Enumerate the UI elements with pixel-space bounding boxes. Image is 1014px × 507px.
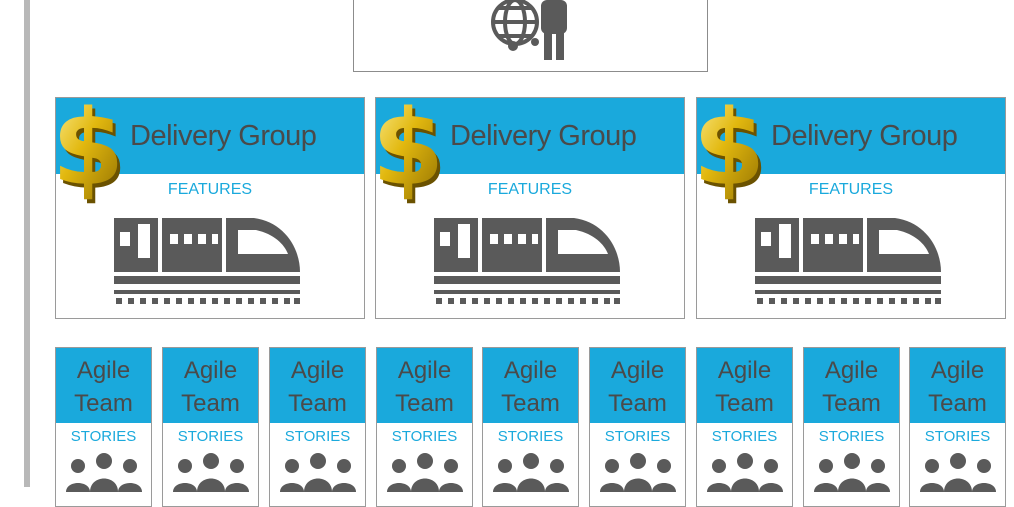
delivery-group-card: $ $ Delivery Group FEATURES [696, 96, 1006, 319]
features-label: FEATURES [167, 181, 253, 198]
agile-team-header: Agile Team [483, 348, 578, 423]
train-icon [114, 218, 300, 304]
features-label: FEATURES [487, 181, 573, 198]
agile-team-header: Agile Team [56, 348, 151, 423]
agile-team-header: Agile Team [377, 348, 472, 423]
people-group-icon [707, 453, 783, 492]
agile-team-line1: Agile [183, 357, 238, 384]
agile-team-line2: Team [608, 390, 667, 417]
dollar-sign-icon: $ $ [380, 96, 442, 208]
globe-person-icon [491, 0, 567, 60]
stories-label: STORIES [818, 428, 885, 445]
svg-text:$: $ [380, 96, 442, 208]
delivery-group-header [697, 98, 1005, 174]
agile-team-header: Agile Team [270, 348, 365, 423]
svg-text:$: $ [60, 96, 122, 208]
people-group-icon [493, 453, 569, 492]
delivery-group-card: $ $ Delivery Group FEATURES [55, 96, 365, 319]
people-group-icon [280, 453, 356, 492]
delivery-group-title: Delivery Group [130, 120, 317, 152]
people-group-icon [387, 453, 463, 492]
stories-label: STORIES [924, 428, 991, 445]
people-group-icon [920, 453, 996, 492]
train-icon [434, 218, 620, 304]
stories-label: STORIES [70, 428, 137, 445]
agile-team-card: Agile Team STORIES [162, 347, 259, 507]
people-group-icon [600, 453, 676, 492]
dollar-sign-icon: $ $ [60, 96, 122, 208]
stories-label: STORIES [391, 428, 458, 445]
svg-text:$: $ [701, 96, 763, 208]
delivery-group-title: Delivery Group [450, 120, 637, 152]
left-divider [24, 0, 30, 487]
stories-label: STORIES [284, 428, 351, 445]
agile-team-line2: Team [181, 390, 240, 417]
agile-team-line1: Agile [930, 357, 985, 384]
agile-team-line1: Agile [610, 357, 665, 384]
delivery-group-header [376, 98, 684, 174]
agile-team-line2: Team [74, 390, 133, 417]
agile-team-card: Agile Team STORIES [55, 347, 152, 507]
features-label: FEATURES [808, 181, 894, 198]
agile-team-card: Agile Team STORIES [803, 347, 900, 507]
agile-team-header: Agile Team [804, 348, 899, 423]
delivery-group-card: $ $ Delivery Group FEATURES [375, 96, 685, 319]
stories-label: STORIES [604, 428, 671, 445]
agile-team-line1: Agile [290, 357, 345, 384]
people-group-icon [814, 453, 890, 492]
agile-team-card: Agile Team STORIES [696, 347, 793, 507]
agile-team-line2: Team [395, 390, 454, 417]
svg-text:$: $ [60, 96, 122, 208]
agile-team-line2: Team [928, 390, 987, 417]
train-icon [755, 218, 941, 304]
agile-team-line2: Team [822, 390, 881, 417]
agile-team-header: Agile Team [590, 348, 685, 423]
agile-team-line2: Team [501, 390, 560, 417]
agile-team-card: Agile Team STORIES [269, 347, 366, 507]
people-group-icon [66, 453, 142, 492]
agile-team-line1: Agile [397, 357, 452, 384]
agile-team-line2: Team [288, 390, 347, 417]
delivery-group-title: Delivery Group [771, 120, 958, 152]
agile-team-header: Agile Team [910, 348, 1005, 423]
delivery-group-header [56, 98, 364, 174]
portfolio-box [353, 0, 708, 72]
stories-label: STORIES [497, 428, 564, 445]
agile-team-header: Agile Team [697, 348, 792, 423]
stories-label: STORIES [711, 428, 778, 445]
stories-label: STORIES [177, 428, 244, 445]
agile-team-line1: Agile [76, 357, 131, 384]
agile-team-header: Agile Team [163, 348, 258, 423]
agile-team-line1: Agile [503, 357, 558, 384]
agile-team-line2: Team [715, 390, 774, 417]
svg-text:$: $ [380, 96, 442, 208]
svg-text:$: $ [701, 96, 763, 208]
agile-team-card: Agile Team STORIES [589, 347, 686, 507]
dollar-sign-icon: $ $ [701, 96, 763, 208]
agile-team-card: Agile Team STORIES [909, 347, 1006, 507]
people-group-icon [173, 453, 249, 492]
agile-team-card: Agile Team STORIES [482, 347, 579, 507]
agile-team-line1: Agile [824, 357, 879, 384]
agile-team-line1: Agile [717, 357, 772, 384]
agile-team-card: Agile Team STORIES [376, 347, 473, 507]
